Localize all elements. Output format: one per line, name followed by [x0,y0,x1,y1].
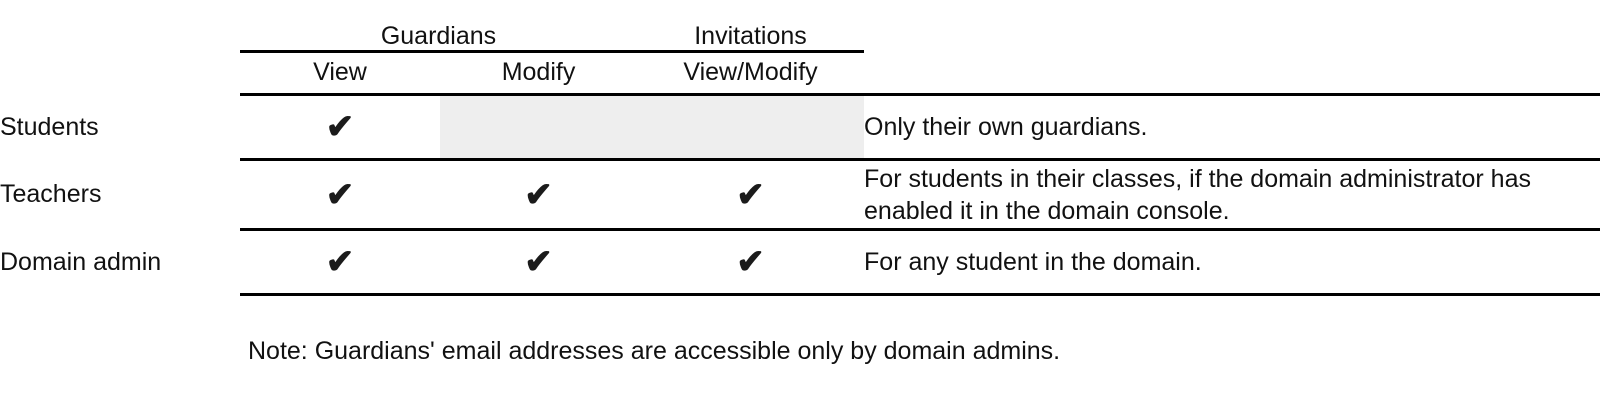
header-notes-spacer [864,0,1600,52]
cell-teachers-guardians-modify: ✔ [440,161,637,228]
checkmark-icon: ✔ [325,243,355,281]
checkmark-icon: ✔ [325,108,355,146]
cell-students-guardians-modify [440,96,638,158]
checkmark-icon: ✔ [736,175,765,214]
column-header-row: View Modify View/Modify [0,52,1600,94]
table-footnote: Note: Guardians' email addresses are acc… [248,337,1061,365]
row-label-students: Students [0,112,99,141]
cell-teachers-guardians-view: ✔ [240,161,440,228]
column-header-view: View [313,58,367,87]
row-label-teachers: Teachers [0,180,102,208]
rule-gap-left [0,293,240,296]
checkmark-icon: ✔ [736,243,765,281]
cell-students-notes: Only their own guardians. [864,113,1148,141]
row-rule [240,158,1600,161]
guardian-permissions-table: Guardians Invitations View Modify View/M… [0,0,1600,296]
row-rule-after-teachers [0,228,1600,231]
column-group-guardians: Guardians [240,0,638,53]
cell-domain-admin-invitations-view-modify: ✔ [637,231,864,293]
cell-teachers-notes: For students in their classes, if the do… [864,164,1531,225]
header-corner-spacer [0,0,240,52]
cell-domain-admin-guardians-modify: ✔ [440,231,637,293]
table-row: Teachers ✔ ✔ ✔ For students in their cla… [0,161,1600,228]
header-rowlabel-cell [0,52,240,94]
checkmark-icon: ✔ [524,175,553,214]
cell-teachers-invitations-view-modify: ✔ [637,161,864,228]
header-bottom-rule [240,93,1600,96]
table-bottom-rule [240,293,1600,296]
checkmark-icon: ✔ [524,243,553,281]
row-label-domain-admin: Domain admin [0,247,162,276]
table-row: Students ✔ Only their own guardians. [0,96,1600,158]
column-header-view-modify: View/Modify [683,58,818,87]
column-group-header-row: Guardians Invitations [0,0,1600,53]
row-rule-after-students [0,158,1600,161]
column-group-invitations: Invitations [637,0,865,53]
table-row: Domain admin ✔ ✔ ✔ For any student in th… [0,231,1600,293]
cell-domain-admin-guardians-view: ✔ [240,231,440,293]
cell-students-guardians-view: ✔ [240,96,440,158]
header-bottom-rule-row [0,93,1600,96]
row-rule [240,228,1600,231]
cell-students-invitations-view-modify [637,96,865,158]
table-bottom-rule-row [0,293,1600,296]
column-header-modify: Modify [501,58,576,87]
checkmark-icon: ✔ [325,175,355,214]
header-notes-cell [864,52,1600,94]
cell-domain-admin-notes: For any student in the domain. [864,248,1202,276]
